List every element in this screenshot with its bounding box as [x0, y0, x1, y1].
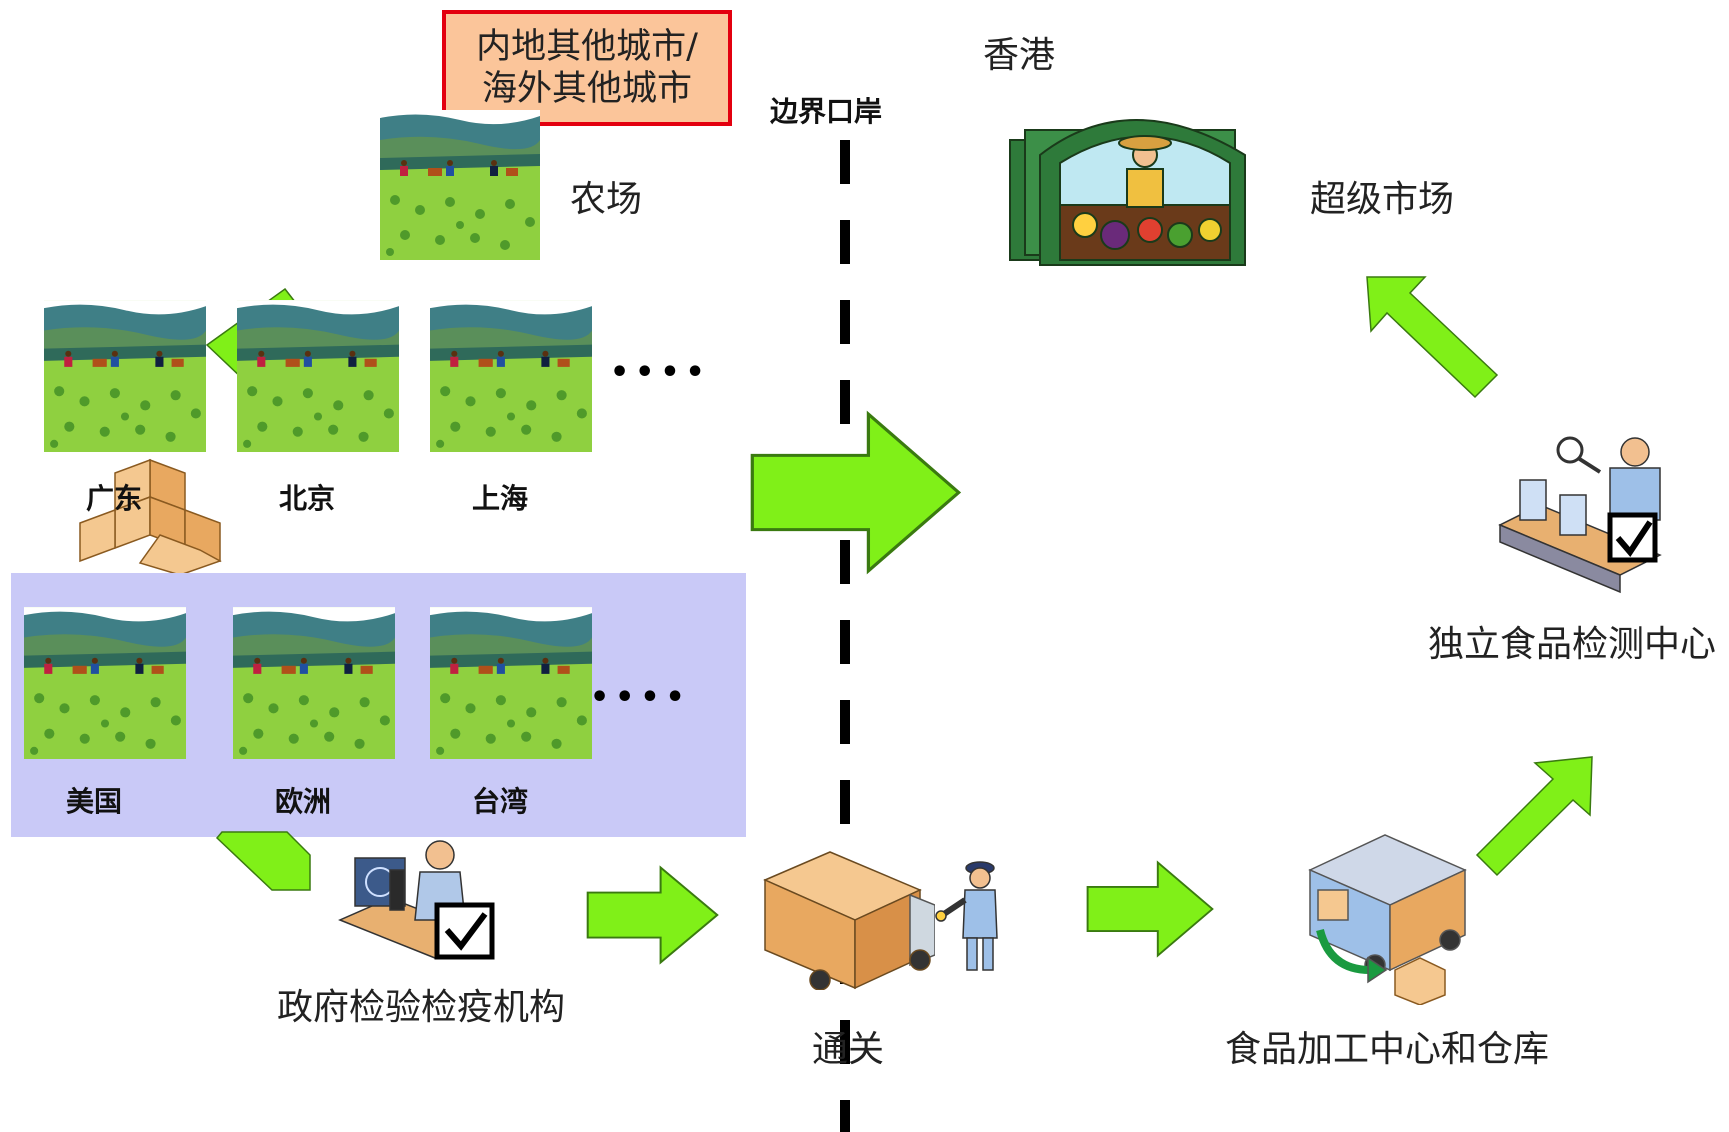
big-arrow-to-hongkong [748, 410, 963, 575]
farm-shanghai [430, 300, 592, 452]
processing-label: 食品加工中心和仓库 [1225, 1029, 1550, 1070]
customs-label: 通关 [812, 1029, 885, 1070]
farm-icon [233, 606, 395, 760]
farm-icon [44, 300, 206, 452]
farm-guangdong [44, 300, 206, 452]
farm-taiwan [430, 606, 592, 760]
region-label-taiwan: 台湾 [472, 785, 529, 818]
arrow-to-processing [1085, 860, 1215, 958]
testing-center-icon [1498, 436, 1662, 594]
processing-warehouse-icon [1308, 834, 1467, 1005]
farm-icon [430, 300, 592, 452]
farm-icon [430, 606, 592, 760]
region-label-usa: 美国 [66, 785, 123, 818]
farm-picture [380, 108, 540, 262]
supermarket-icon [1009, 119, 1246, 266]
source-box-line2: 海外其他城市 [481, 69, 692, 109]
gov-inspection-icon [338, 840, 495, 960]
farm-beijing [237, 300, 399, 452]
source-box-line1: 内地其他城市/ [476, 27, 698, 67]
arrow-to-supermarket [1366, 276, 1499, 399]
city-label-shanghai: 上海 [472, 482, 529, 515]
city-label-beijing: 北京 [279, 482, 336, 515]
city-label-guangdong: 广东 [86, 482, 143, 515]
farm-usa [24, 606, 186, 760]
customs-truck-icon [763, 851, 935, 990]
boxes-stack-icon [79, 458, 222, 575]
ellipsis-mainland: •••• [610, 355, 711, 390]
arrow-to-testing-center [1475, 756, 1593, 877]
farm-icon [24, 606, 186, 760]
farm-europe [233, 606, 395, 760]
region-label-europe: 欧洲 [275, 785, 332, 818]
hongkong-label: 香港 [983, 35, 1056, 76]
supermarket-label: 超级市场 [1310, 179, 1455, 220]
farm-label: 农场 [570, 179, 643, 220]
farm-icon [380, 108, 540, 262]
testing-center-label: 独立食品检测中心 [1428, 624, 1717, 665]
border-label: 边界口岸 [770, 95, 883, 128]
arrow-down-right [215, 831, 311, 891]
arrow-to-customs [585, 865, 720, 965]
customs-officer-icon [935, 861, 998, 971]
farm-icon [237, 300, 399, 452]
gov-inspection-label: 政府检验检疫机构 [277, 987, 566, 1028]
ellipsis-overseas: •••• [590, 680, 691, 715]
source-cities-box: 内地其他城市/ 海外其他城市 [442, 10, 732, 126]
